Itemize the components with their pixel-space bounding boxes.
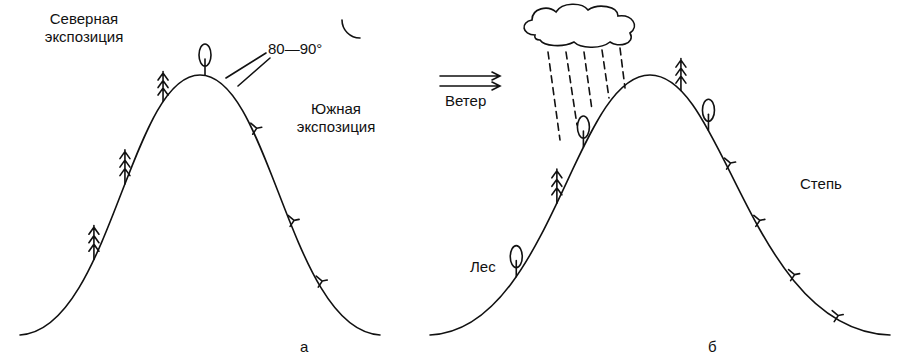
conifer-tree	[89, 226, 99, 260]
grass-tuft	[725, 158, 736, 169]
grass-tuft	[316, 276, 327, 287]
angle-lines	[226, 53, 270, 86]
grass-tuft	[288, 215, 299, 226]
slope-label: Южная экспозиция	[290, 100, 382, 136]
conifer-tree	[158, 72, 168, 102]
deciduous-tree	[702, 99, 714, 121]
deciduous-trunk	[515, 261, 517, 277]
grass-tuft	[754, 215, 765, 226]
deciduous-trunk	[204, 59, 206, 75]
conifer-tree	[120, 150, 130, 184]
conifer-tree	[676, 59, 686, 91]
slope-label: Северная экспозиция	[38, 10, 130, 46]
grass-tuft	[832, 311, 843, 322]
wind-label: Ветер	[445, 92, 486, 110]
panel-letter: б	[708, 338, 717, 356]
deciduous-tree	[577, 116, 589, 138]
angle-label: 80—90°	[268, 40, 322, 58]
rain-lines	[548, 48, 625, 140]
vegetation-label: Степь	[800, 175, 842, 193]
panel-letter: а	[300, 338, 308, 356]
deciduous-trunk	[583, 131, 585, 147]
deciduous-tree	[510, 246, 522, 268]
sun-symbol	[342, 20, 360, 38]
cloud-symbol	[524, 4, 634, 47]
grass-tuft	[251, 123, 262, 134]
plant-symbols	[89, 44, 843, 322]
wind-arrows	[440, 72, 500, 90]
grass-tuft	[789, 270, 800, 281]
conifer-tree	[552, 169, 562, 203]
deciduous-tree	[199, 44, 211, 66]
deciduous-trunk	[708, 114, 710, 130]
hill-outline	[430, 75, 890, 335]
vegetation-label: Лес	[470, 258, 496, 276]
